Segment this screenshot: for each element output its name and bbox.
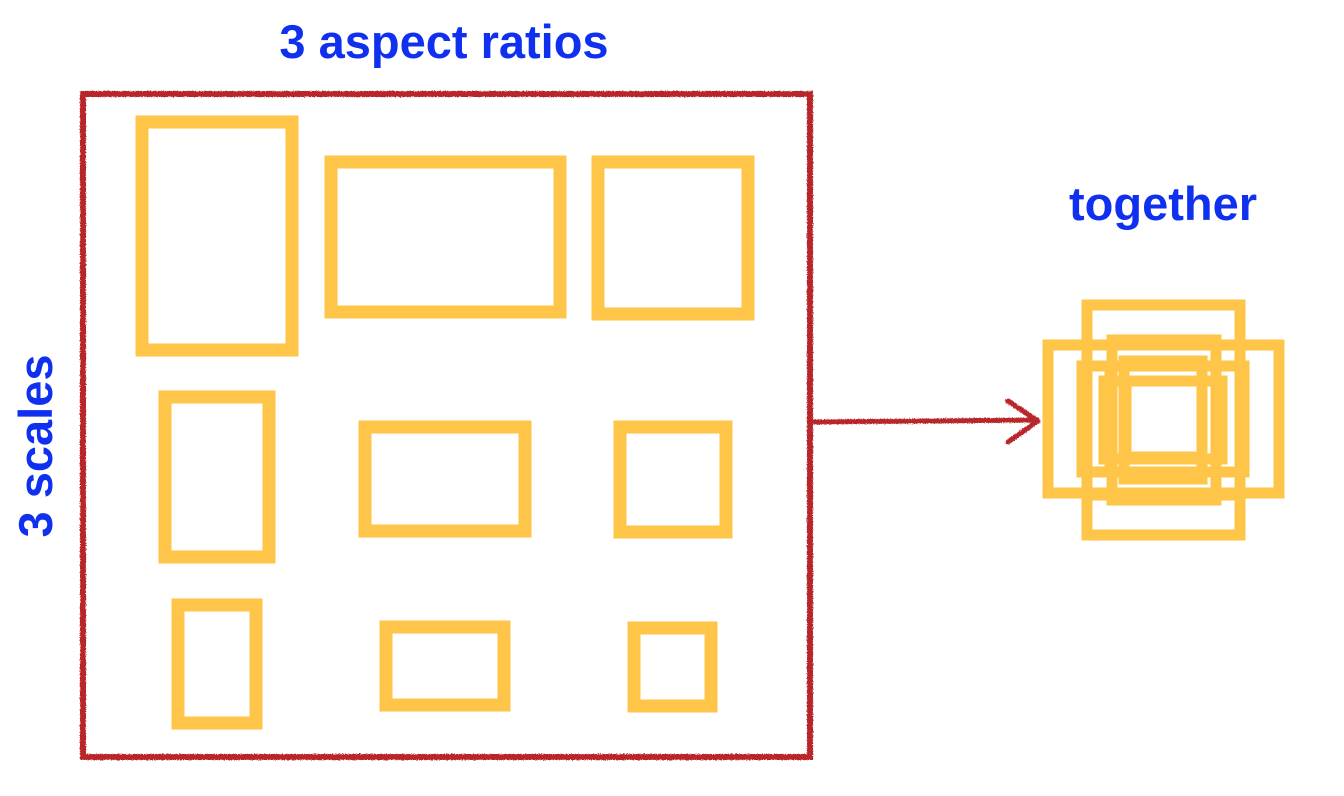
anchor-small-tall xyxy=(171,598,263,730)
together-label: together xyxy=(1069,177,1257,230)
anchor-medium-wide xyxy=(358,420,532,538)
anchor-grid xyxy=(135,115,755,730)
combined-small-square xyxy=(1120,375,1208,463)
anchor-medium-square xyxy=(613,420,733,539)
combined-anchors xyxy=(1042,299,1285,541)
title-label: 3 aspect ratios xyxy=(279,15,608,68)
anchor-small-square xyxy=(627,621,718,713)
anchor-large-square xyxy=(591,155,755,321)
anchor-large-wide xyxy=(324,155,567,319)
anchor-large-tall xyxy=(135,115,299,357)
anchor-grid-frame xyxy=(80,91,813,760)
anchor-small-wide xyxy=(379,620,511,712)
scales-label: 3 scales xyxy=(9,355,62,538)
right-arrow-icon xyxy=(811,398,1041,445)
anchor-medium-tall xyxy=(158,390,276,564)
